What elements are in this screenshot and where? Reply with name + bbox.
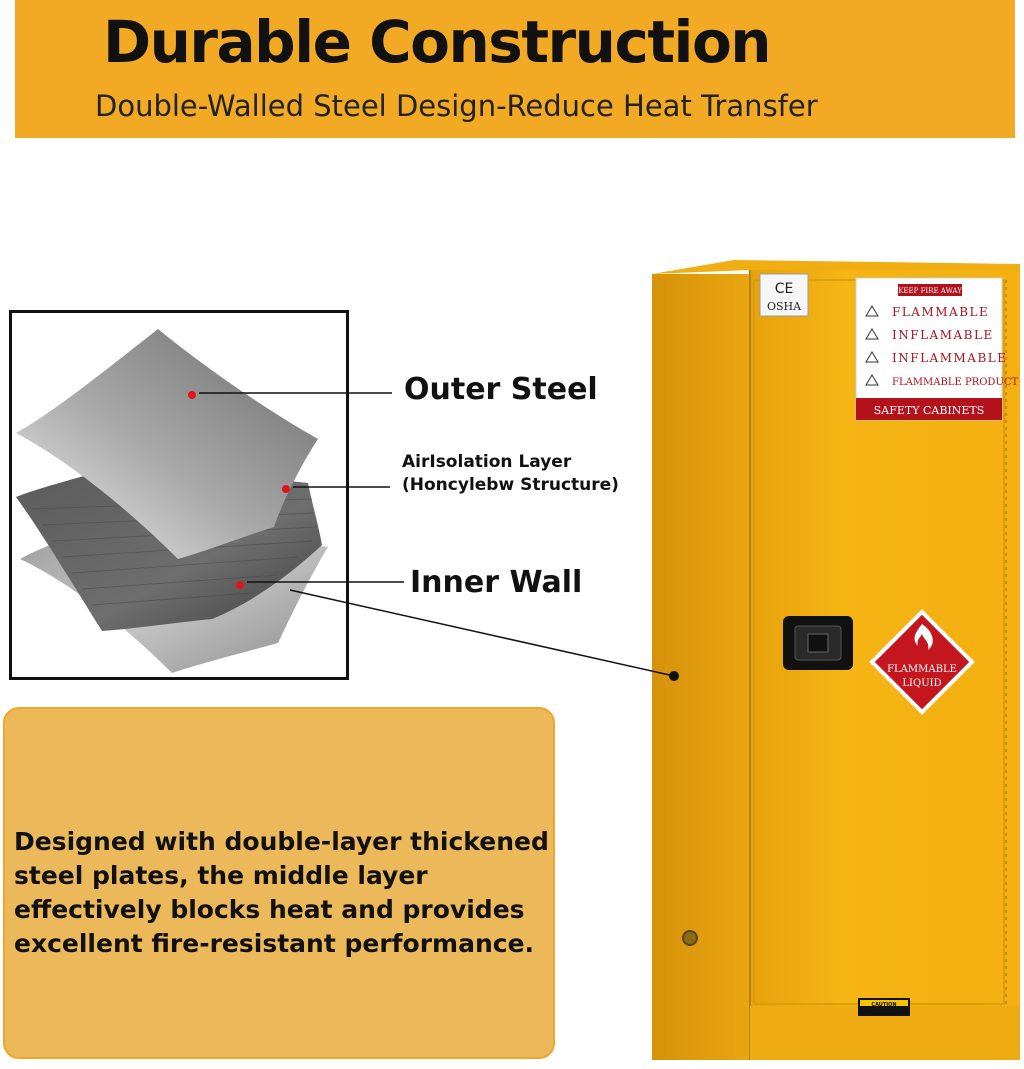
flame-warning-icon	[865, 328, 879, 340]
outer-steel-plate	[16, 329, 318, 559]
cabinet-graphic: CE OSHA KEEP FIRE AWAY FLAMMABLE INFLAMA…	[652, 260, 1020, 1060]
air-layer-label-line2: (Honcylebw Structure)	[402, 475, 619, 495]
fire-icon	[914, 624, 933, 650]
cert-badge	[759, 273, 809, 317]
description-panel: Designed with double-layer thickened ste…	[3, 707, 555, 1059]
inner-wall-label: Inner Wall	[410, 565, 583, 600]
layers-illustration	[9, 310, 349, 680]
steel-layers-graphic	[16, 329, 328, 673]
flame-warning-icon	[865, 305, 879, 317]
sticker-line-3: INFLAMMABLE	[892, 351, 1008, 365]
cert-top-text: CE	[775, 281, 794, 297]
safety-cabinet: CE OSHA KEEP FIRE AWAY FLAMMABLE INFLAMA…	[650, 258, 1024, 1064]
diamond-text-line1: FLAMMABLE	[887, 664, 957, 675]
header-banner: Durable Construction Double-Walled Steel…	[15, 0, 1015, 138]
flame-warning-icon	[865, 374, 879, 386]
air-marker-dot	[282, 485, 290, 493]
page-title: Durable Construction	[103, 8, 772, 76]
flame-warning-icon	[865, 351, 879, 363]
cabinet-side	[652, 274, 750, 1060]
sticker-footer: SAFETY CABINETS	[874, 404, 985, 417]
lock-icon	[682, 930, 698, 946]
outer-marker-dot	[188, 391, 196, 399]
inner-marker-dot	[236, 581, 244, 589]
air-layer-label-line1: AirIsolation Layer	[402, 452, 572, 472]
air-layer-label: AirIsolation Layer (Honcylebw Structure)	[402, 451, 619, 497]
warning-sticker	[855, 277, 1003, 421]
sticker-line-1: FLAMMABLE	[892, 305, 989, 319]
sticker-line-2: INFLAMABLE	[892, 328, 994, 342]
diamond-text-line2: LIQUID	[902, 678, 941, 689]
flammable-liquid-diamond: FLAMMABLE LIQUID	[869, 609, 975, 715]
description-text: Designed with double-layer thickened ste…	[14, 827, 549, 958]
sticker-header: KEEP FIRE AWAY	[898, 287, 962, 295]
caution-text: CAUTION	[871, 1002, 896, 1008]
page-subtitle: Double-Walled Steel Design-Reduce Heat T…	[95, 89, 818, 123]
outer-steel-label: Outer Steel	[404, 372, 598, 407]
sticker-line-4: FLAMMABLE PRODUCT	[892, 377, 1019, 388]
cert-bottom-text: OSHA	[767, 300, 802, 313]
